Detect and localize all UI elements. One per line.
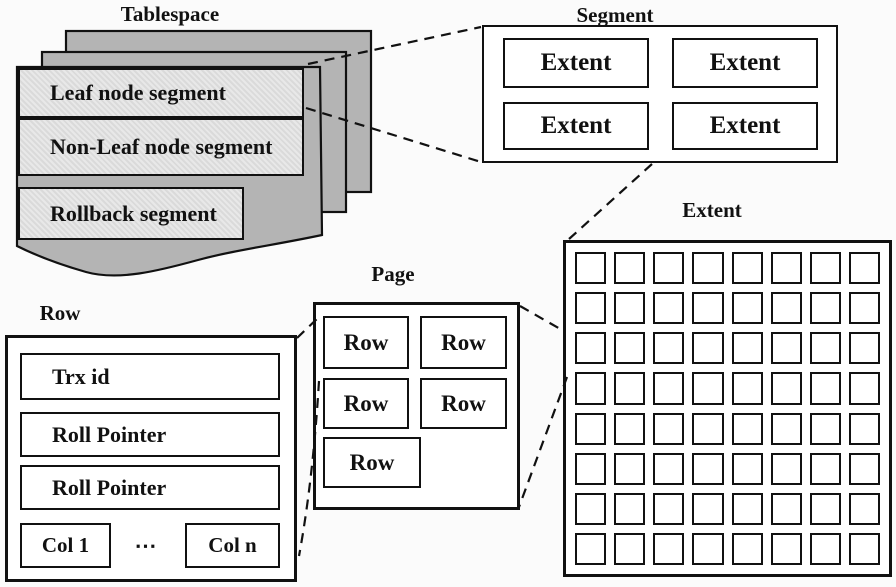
row-field-trx-id: Trx id: [20, 353, 280, 400]
connector-tablespace-segment-bottom: [305, 106, 482, 164]
extent-page-cell: [614, 492, 646, 525]
extent-page-cell: [770, 452, 802, 485]
page-row-cell: Row: [420, 316, 507, 369]
extent-page-cell: [653, 412, 685, 445]
page-row-cell: Row: [420, 378, 507, 429]
extent-page-cell: [692, 332, 724, 365]
extent-page-cell: [848, 332, 880, 365]
extent-page-cell: [809, 372, 841, 405]
extent-page-cell: [614, 252, 646, 285]
extent-page-cell: [692, 532, 724, 565]
extent-page-cell: [653, 252, 685, 285]
extent-page-cell: [731, 452, 763, 485]
row-field-col-1: Col 1: [20, 523, 111, 568]
extent-page-cell: [575, 412, 607, 445]
extent-page-cell: [575, 492, 607, 525]
extent-label: Extent: [682, 198, 742, 222]
extent-page-cell: [770, 252, 802, 285]
extent-page-cell: [575, 292, 607, 325]
row-box: Trx id Roll Pointer Roll Pointer Col 1 ⋯…: [5, 335, 297, 582]
page-row-cell: Row: [323, 378, 409, 429]
extent-page-cell: [809, 452, 841, 485]
extent-page-cell: [692, 292, 724, 325]
connector-tablespace-segment-top: [307, 25, 482, 66]
extent-page-cell: [848, 492, 880, 525]
extent-page-cell: [653, 532, 685, 565]
extent-page-cell: [809, 252, 841, 285]
row-field-roll-pointer-2: Roll Pointer: [20, 465, 280, 510]
extent-page-cell: [848, 452, 880, 485]
extent-page-cell: [575, 252, 607, 285]
extent-page-cell: [770, 332, 802, 365]
extent-page-cell: [731, 332, 763, 365]
extent-page-cell: [731, 532, 763, 565]
extent-page-cell: [770, 372, 802, 405]
extent-box: [563, 240, 892, 577]
segment-box: Extent Extent Extent Extent: [482, 25, 838, 163]
extent-page-cell: [809, 332, 841, 365]
segment-extent-cell: Extent: [503, 102, 649, 150]
extent-page-cell: [770, 412, 802, 445]
extent-page-cell: [848, 292, 880, 325]
extent-page-cell: [653, 372, 685, 405]
extent-page-cell: [692, 412, 724, 445]
extent-page-cell: [809, 492, 841, 525]
segment-extent-cell: Extent: [503, 38, 649, 88]
extent-page-cell: [731, 292, 763, 325]
extent-page-cell: [653, 452, 685, 485]
connector-extent-page-top: [519, 305, 563, 331]
extent-page-cell: [770, 532, 802, 565]
tablespace-rollback-segment: Rollback segment: [18, 187, 244, 240]
extent-page-cell: [692, 492, 724, 525]
row-field-roll-pointer-1: Roll Pointer: [20, 412, 280, 457]
extent-page-cell: [848, 372, 880, 405]
extent-page-cell: [848, 412, 880, 445]
extent-page-cell: [614, 532, 646, 565]
extent-page-cell: [809, 412, 841, 445]
segment-extent-cell: Extent: [672, 38, 818, 88]
extent-page-cell: [653, 292, 685, 325]
extent-page-cell: [614, 452, 646, 485]
extent-page-cell: [848, 532, 880, 565]
tablespace-nonleaf-node-segment: Non-Leaf node segment: [18, 118, 304, 176]
extent-page-cell: [770, 492, 802, 525]
segment-extent-cell: Extent: [672, 102, 818, 150]
page-label: Page: [371, 262, 415, 286]
page-row-cell: Row: [323, 316, 409, 369]
extent-page-cell: [731, 412, 763, 445]
extent-page-cell: [770, 292, 802, 325]
extent-page-cell: [653, 492, 685, 525]
extent-page-cell: [692, 452, 724, 485]
extent-page-cell: [614, 292, 646, 325]
extent-page-cell: [692, 372, 724, 405]
extent-page-cell: [731, 372, 763, 405]
page-box: Row Row Row Row Row: [313, 302, 520, 510]
extent-page-cell: [731, 252, 763, 285]
extent-page-cell: [692, 252, 724, 285]
extent-page-cell: [653, 332, 685, 365]
tablespace-leaf-node-segment: Leaf node segment: [18, 68, 304, 118]
extent-page-cell: [575, 332, 607, 365]
extent-page-cell: [614, 332, 646, 365]
extent-page-cell: [809, 292, 841, 325]
extent-page-cell: [575, 452, 607, 485]
segment-label: Segment: [576, 3, 654, 27]
extent-page-cell: [614, 412, 646, 445]
tablespace-label: Tablespace: [120, 2, 220, 26]
extent-page-cell: [848, 252, 880, 285]
connector-extent-page-bottom: [517, 376, 569, 508]
row-col-ellipsis: ⋯: [134, 532, 160, 558]
extent-page-cell: [575, 372, 607, 405]
row-label: Row: [39, 301, 81, 325]
extent-page-cell: [809, 532, 841, 565]
extent-page-cell: [575, 532, 607, 565]
page-row-cell: Row: [323, 437, 421, 488]
row-field-col-n: Col n: [185, 523, 280, 568]
extent-page-cell: [731, 492, 763, 525]
extent-page-cell: [614, 372, 646, 405]
